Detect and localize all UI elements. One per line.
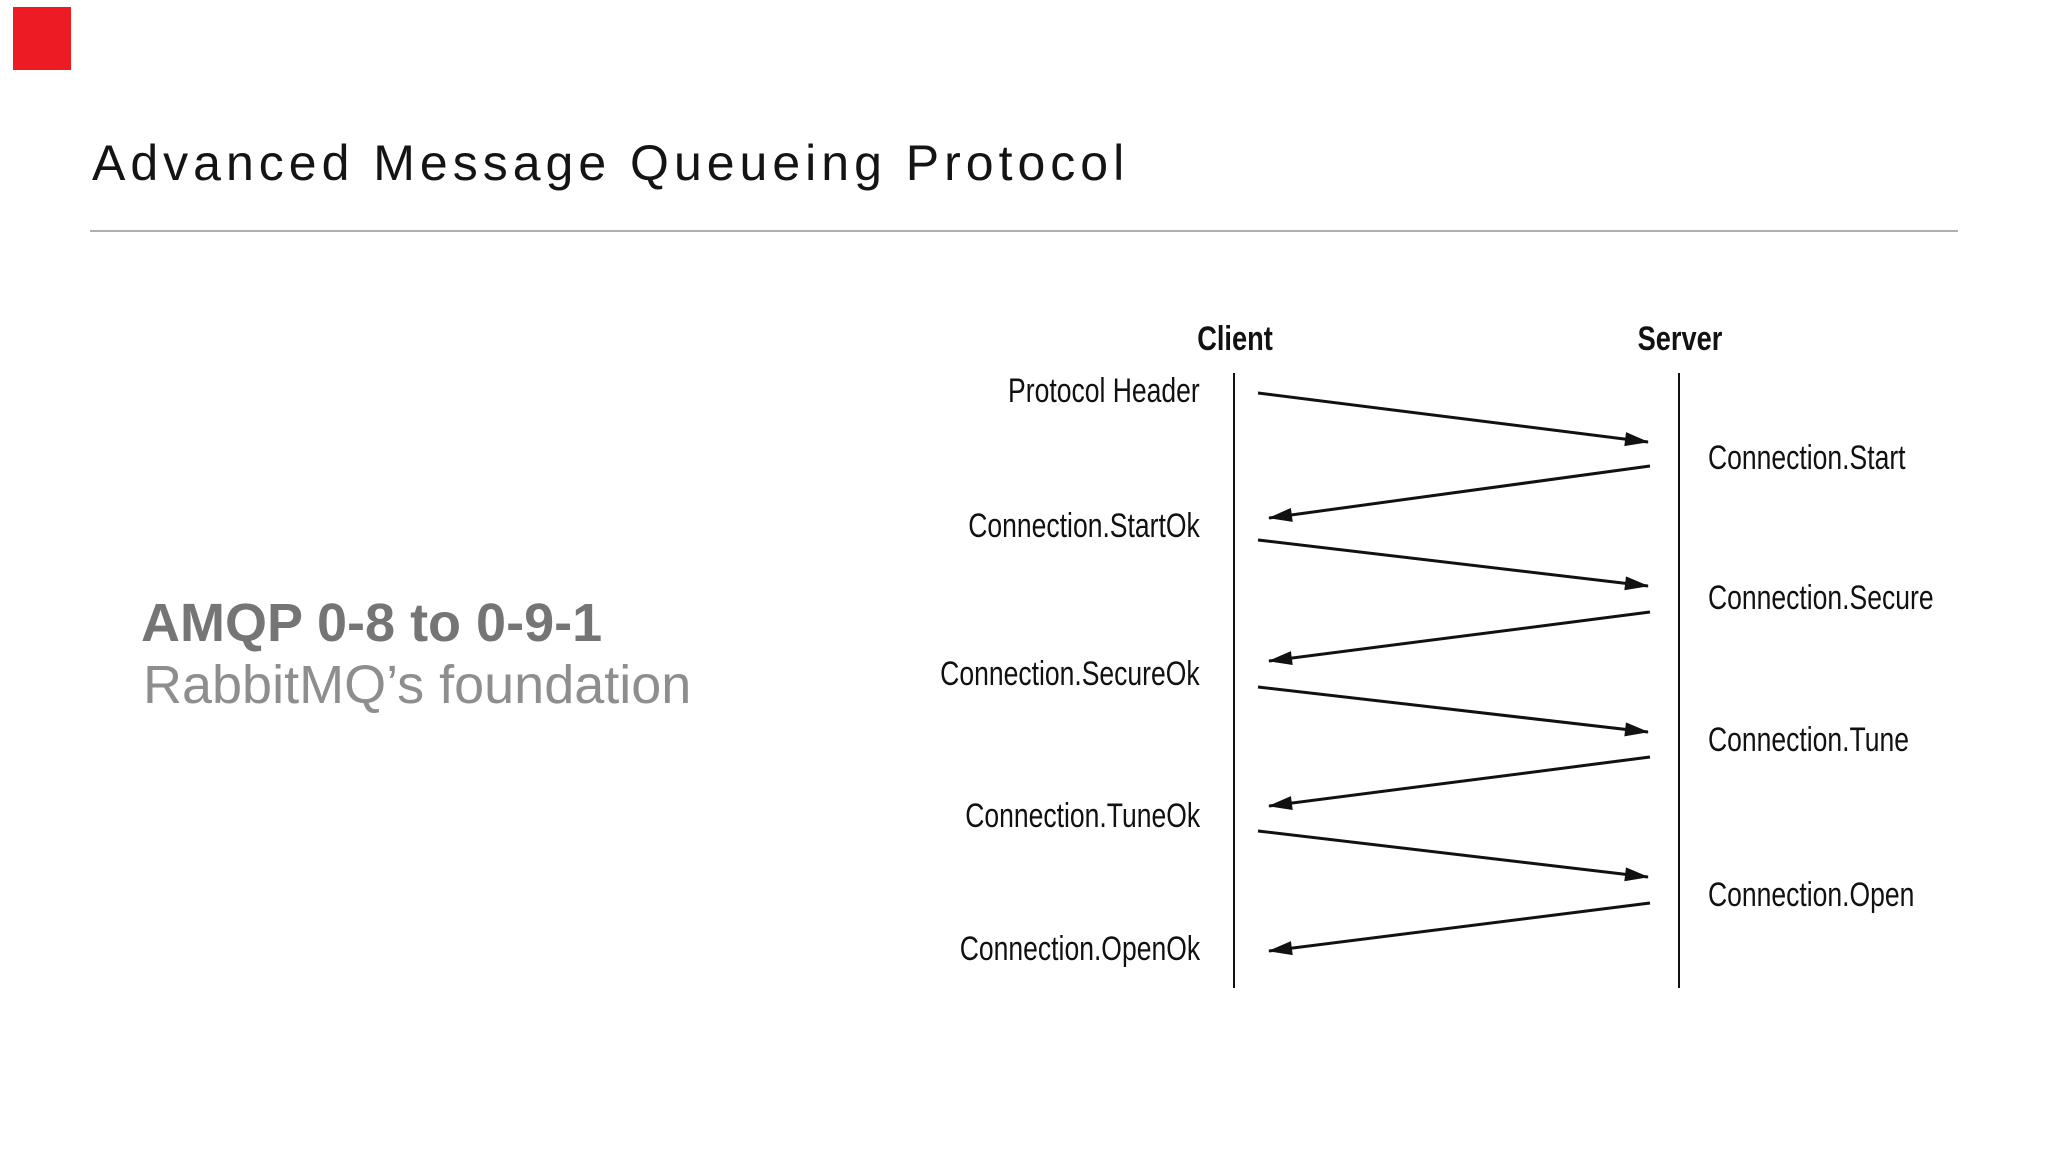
- message-label-connection-start: Connection.Start: [1708, 439, 1906, 477]
- message-label-connection-open: Connection.Open: [1708, 876, 1915, 914]
- message-label-connection-secureok: Connection.SecureOk: [940, 655, 1200, 693]
- sequence-arrows: [1257, 391, 1651, 956]
- actor-client-label: Client: [1197, 320, 1273, 358]
- message-label-connection-secure: Connection.Secure: [1708, 579, 1934, 617]
- message-label-connection-openok: Connection.OpenOk: [959, 930, 1200, 968]
- sequence-arrow-client-to-server: [1257, 391, 1649, 447]
- version-subheading: RabbitMQ’s foundation: [143, 655, 692, 715]
- sequence-arrow-client-to-server: [1257, 685, 1649, 737]
- sequence-arrow-server-to-client: [1268, 755, 1651, 811]
- lifelines: [1233, 373, 1680, 988]
- message-label-connection-startok: Connection.StartOk: [968, 507, 1200, 545]
- sequence-arrow-client-to-server: [1257, 538, 1649, 591]
- message-label-connection-tuneok: Connection.TuneOk: [965, 797, 1200, 835]
- version-heading: AMQP 0-8 to 0-9-1: [141, 593, 603, 653]
- accent-corner-mark: [13, 7, 71, 70]
- sequence-arrow-server-to-client: [1268, 610, 1651, 666]
- sequence-arrow-server-to-client: [1268, 464, 1651, 522]
- message-label-protocol-header: Protocol Header: [1008, 372, 1200, 410]
- page-title: Advanced Message Queueing Protocol: [92, 135, 1130, 191]
- actor-server-label: Server: [1637, 320, 1723, 358]
- message-label-connection-tune: Connection.Tune: [1708, 721, 1910, 759]
- divider: [90, 230, 1958, 232]
- sequence-arrow-client-to-server: [1257, 829, 1649, 882]
- sequence-arrow-server-to-client: [1268, 901, 1651, 956]
